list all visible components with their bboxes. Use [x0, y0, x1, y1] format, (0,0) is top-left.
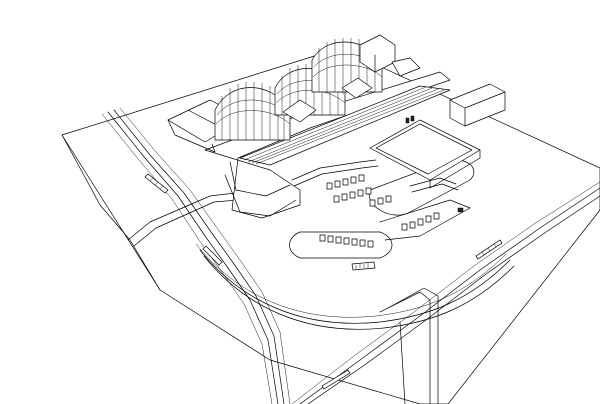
parked-cars-row-4: [320, 235, 373, 247]
parking-lot-south: [290, 232, 393, 258]
plaza-block: [370, 120, 480, 188]
terminal-building: [168, 35, 450, 218]
vault-roof-1: [215, 82, 290, 140]
parked-cars-row-2: [334, 188, 371, 202]
parked-cars-row-3: [370, 196, 391, 206]
parked-cars-row-1: [327, 175, 364, 189]
curved-rail: [196, 244, 514, 329]
parked-cars-row-5: [402, 213, 439, 230]
ancillary-building: [450, 84, 505, 126]
pedestrian-connector: [292, 160, 458, 192]
bus: [352, 262, 375, 270]
access-road: [128, 190, 438, 404]
car-small: [406, 116, 463, 212]
rail-line-east: [292, 182, 600, 404]
train-east: [322, 240, 502, 389]
train-west: [145, 174, 222, 265]
